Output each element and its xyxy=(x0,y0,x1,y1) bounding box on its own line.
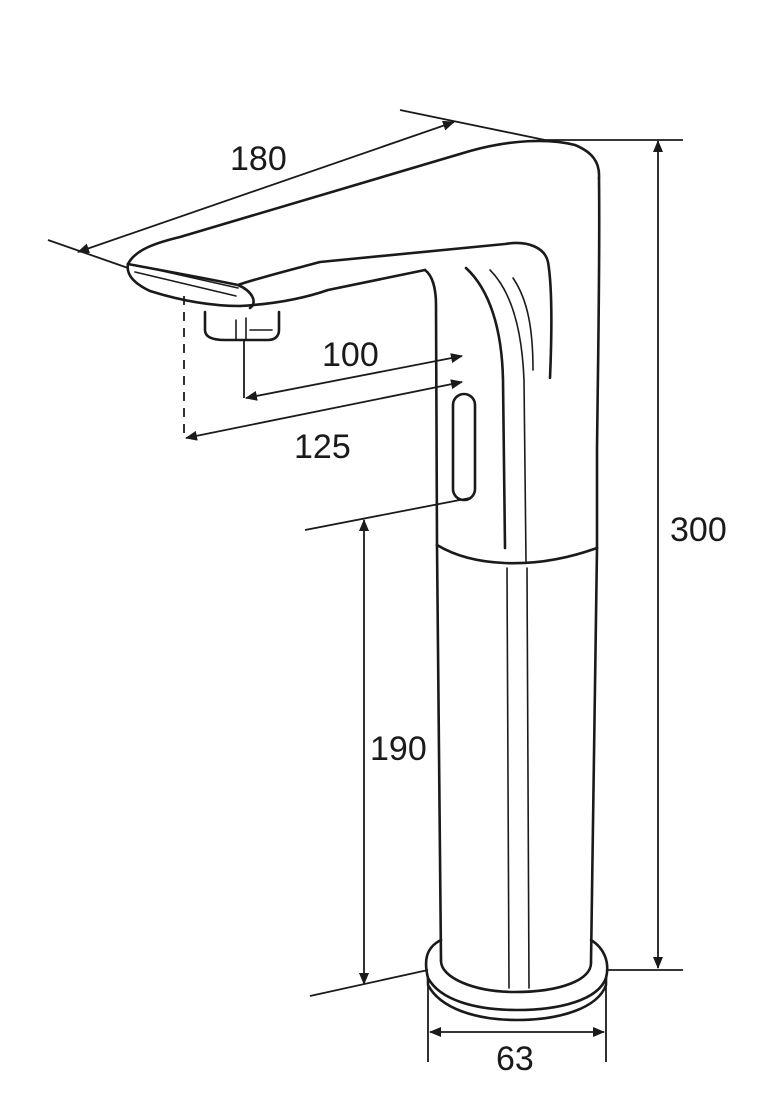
base-ring xyxy=(424,938,609,1012)
faucet-outline xyxy=(126,139,609,1022)
spout-tip xyxy=(126,262,242,308)
ext-line-190-bottom xyxy=(309,969,429,997)
base-top xyxy=(439,958,593,994)
label-base-diameter: 63 xyxy=(496,1040,534,1078)
label-spout-length: 180 xyxy=(230,140,287,178)
aerator xyxy=(203,310,281,342)
body-seam xyxy=(435,543,599,565)
dimension-lines xyxy=(47,109,683,1062)
column-groove-2 xyxy=(526,567,530,989)
base-bottom xyxy=(426,976,608,1022)
label-outlet-reach: 100 xyxy=(322,336,379,374)
neck-curve-inner xyxy=(489,269,527,563)
column-left xyxy=(435,543,443,962)
sensor-window xyxy=(451,392,477,502)
neck-curve-inner-2 xyxy=(512,277,534,371)
ext-line-180-right xyxy=(399,109,546,141)
column-groove-1 xyxy=(506,567,510,989)
dim-line-125 xyxy=(185,379,463,441)
aerator-slot xyxy=(235,317,273,341)
dim-line-180 xyxy=(77,120,455,254)
body-left-upper xyxy=(423,268,439,547)
neck-curve xyxy=(464,266,507,550)
label-total-height: 300 xyxy=(670,511,727,549)
dimension-labels: 180 100 125 300 190 63 xyxy=(230,140,727,1078)
column-right xyxy=(589,546,599,964)
ext-line-180-left xyxy=(47,239,129,269)
label-outlet-center: 125 xyxy=(294,428,351,466)
spout-end xyxy=(126,262,255,310)
spout-inner-edge xyxy=(236,241,553,380)
label-sensor-height: 190 xyxy=(370,730,427,768)
ext-line-190-top xyxy=(304,497,471,531)
body-right xyxy=(595,176,601,550)
